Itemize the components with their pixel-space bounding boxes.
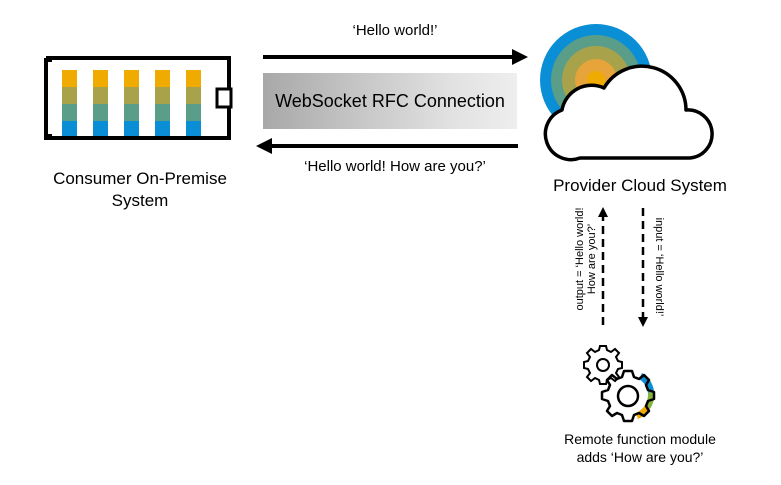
input-label: input = ‘Hello world!’ (653, 217, 665, 317)
remote-function-label: Remote function module adds ‘How are you… (520, 430, 760, 466)
websocket-connection-box: WebSocket RFC Connection (263, 73, 517, 129)
server-icon (44, 56, 233, 140)
cloud-icon (540, 24, 714, 162)
output-label-line1: output = ‘Hello world! (574, 207, 586, 311)
connection-label: WebSocket RFC Connection (275, 90, 505, 111)
output-label-line2: How are you?’ (586, 223, 598, 295)
gears-icon (583, 345, 656, 423)
provider-system-label: Provider Cloud System (553, 176, 727, 195)
input-arrowhead (638, 317, 648, 327)
consumer-system-label: Consumer On-Premise System (20, 168, 260, 212)
response-message: ‘Hello world! How are you?’ (304, 158, 486, 175)
response-arrowhead (256, 138, 272, 154)
remote-label-line1: Remote function module (564, 431, 716, 447)
output-label: output = ‘Hello world! How are you?’ (574, 204, 598, 314)
output-arrowhead (598, 207, 608, 217)
request-arrowhead (512, 49, 528, 65)
request-message: ‘Hello world!’ (352, 22, 438, 39)
consumer-label-line1: Consumer On-Premise (53, 169, 227, 188)
remote-label-line2: adds ‘How are you?’ (576, 449, 704, 465)
consumer-label-line2: System (111, 191, 169, 210)
server-bars (62, 70, 201, 136)
